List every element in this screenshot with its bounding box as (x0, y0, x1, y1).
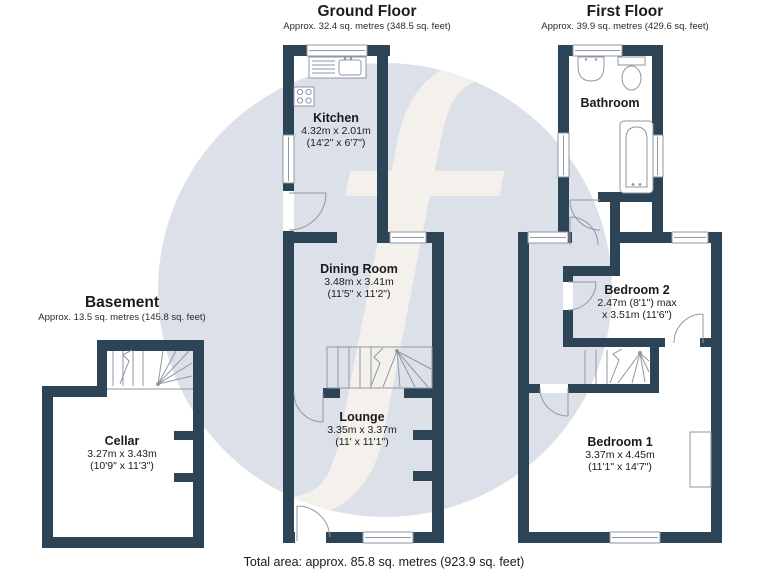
door-swing (295, 505, 331, 543)
first-floor-windows (527, 44, 709, 544)
ground-floor-windows (282, 44, 427, 544)
basement-title: Basement (84, 294, 160, 311)
room-name: Bedroom 1 (587, 435, 653, 449)
ground-floor-plan (282, 44, 444, 544)
toilet (617, 56, 646, 91)
room-dim-imperial: (11'1" x 14'7") (588, 461, 652, 473)
basement-area: Approx. 13.5 sq. metres (145.8 sq. feet) (38, 312, 206, 323)
window (306, 44, 368, 57)
room-dim-metric: 3.27m x 3.43m (87, 448, 157, 460)
first-floor-header: First Floor Approx. 39.9 sq. metres (429… (541, 3, 708, 32)
wardrobe (689, 431, 712, 488)
room-name: Cellar (104, 434, 140, 448)
room-dim-imperial: (11' x 11'1") (335, 436, 389, 448)
room-dim-metric: 3.35m x 3.37m (327, 424, 397, 436)
door-swing (539, 384, 569, 417)
door-swing (569, 216, 599, 246)
first-floor-area: Approx. 39.9 sq. metres (429.6 sq. feet) (541, 21, 709, 32)
kitchen-sink-unit (308, 56, 367, 79)
bedroom1-label: Bedroom 1 3.37m x 4.45m (11'1" x 14'7") (585, 435, 654, 473)
stairs-ground (326, 346, 433, 389)
window (282, 134, 295, 184)
ground-floor-area: Approx. 32.4 sq. metres (348.5 sq. feet) (283, 21, 451, 32)
room-name: Dining Room (320, 262, 398, 276)
room-dim-imperial: (14'2" x 6'7") (306, 137, 366, 149)
window (362, 531, 414, 544)
room-dim-metric: 4.32m x 2.01m (301, 125, 371, 137)
door-swing (569, 199, 601, 231)
room-name: Kitchen (313, 111, 359, 125)
first-floor-doors (539, 199, 704, 417)
bathroom-sink (577, 56, 605, 82)
basement-header: Basement Approx. 13.5 sq. metres (145.8 … (38, 294, 205, 323)
window (527, 231, 569, 244)
room-dim-imperial: (11'5" x 11'2") (327, 288, 391, 300)
window (651, 134, 664, 178)
dining-room-label: Dining Room 3.48m x 3.41m (11'5" x 11'2"… (318, 262, 400, 300)
room-name: Lounge (339, 410, 385, 424)
door-swing (665, 313, 704, 347)
stairs-basement (107, 349, 193, 390)
ground-floor-header: Ground Floor Approx. 32.4 sq. metres (34… (283, 3, 450, 32)
window (572, 44, 623, 57)
kitchen-label: Kitchen 4.32m x 2.01m (14'2" x 6'7") (301, 111, 370, 149)
room-name: Bathroom (580, 96, 640, 110)
bedroom2-label: Bedroom 2 2.47m (8'1") max x 3.51m (11'6… (597, 283, 676, 321)
total-area-text: Total area: approx. 85.8 sq. metres (923… (243, 555, 525, 569)
door-swing (283, 191, 327, 231)
room-dim-imperial: x 3.51m (11'6") (602, 309, 672, 321)
first-floor-plan (518, 44, 722, 544)
cellar-label: Cellar 3.27m x 3.43m (10'9" x 11'3") (87, 434, 156, 472)
first-floor-title: First Floor (586, 3, 664, 20)
room-dim-imperial: (10'9" x 11'3") (90, 460, 154, 472)
window (671, 231, 709, 244)
window (609, 531, 661, 544)
room-dim-metric: 3.37m x 4.45m (585, 449, 655, 461)
basement-plan (42, 340, 204, 548)
lounge-label: Lounge 3.35m x 3.37m (11' x 11'1") (327, 410, 396, 448)
stove-hob (293, 86, 315, 107)
stairs-first (584, 348, 650, 384)
window (557, 132, 570, 178)
watermark-circle (158, 63, 612, 517)
door-swing (293, 392, 324, 423)
room-dim-metric: 2.47m (8'1") max (597, 297, 677, 309)
room-dim-metric: 3.48m x 3.41m (324, 276, 394, 288)
bathroom-label: Bathroom (580, 96, 639, 110)
ground-floor-doors (283, 191, 331, 543)
ground-floor-title: Ground Floor (317, 3, 417, 20)
room-name: Bedroom 2 (604, 283, 670, 297)
door-swing (563, 281, 597, 311)
basement-walls (42, 340, 204, 548)
window (389, 231, 427, 244)
bathtub (619, 120, 654, 194)
